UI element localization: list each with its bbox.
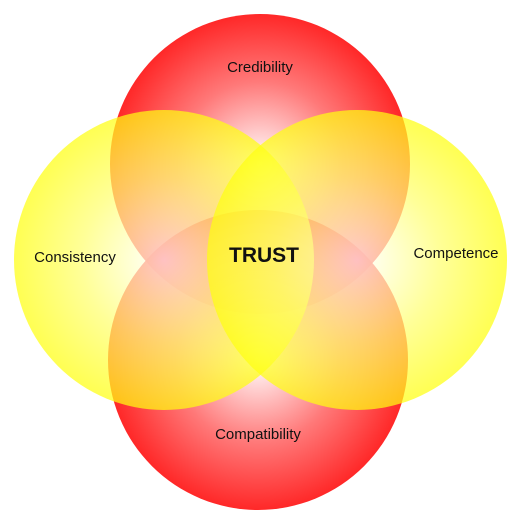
competence-label: Competence bbox=[413, 245, 498, 262]
compatibility-label: Compatibility bbox=[215, 426, 301, 443]
consistency-label: Consistency bbox=[34, 249, 116, 266]
trust-center-label: TRUST bbox=[229, 244, 299, 267]
credibility-label: Credibility bbox=[227, 59, 293, 76]
competence-circle bbox=[207, 110, 507, 410]
